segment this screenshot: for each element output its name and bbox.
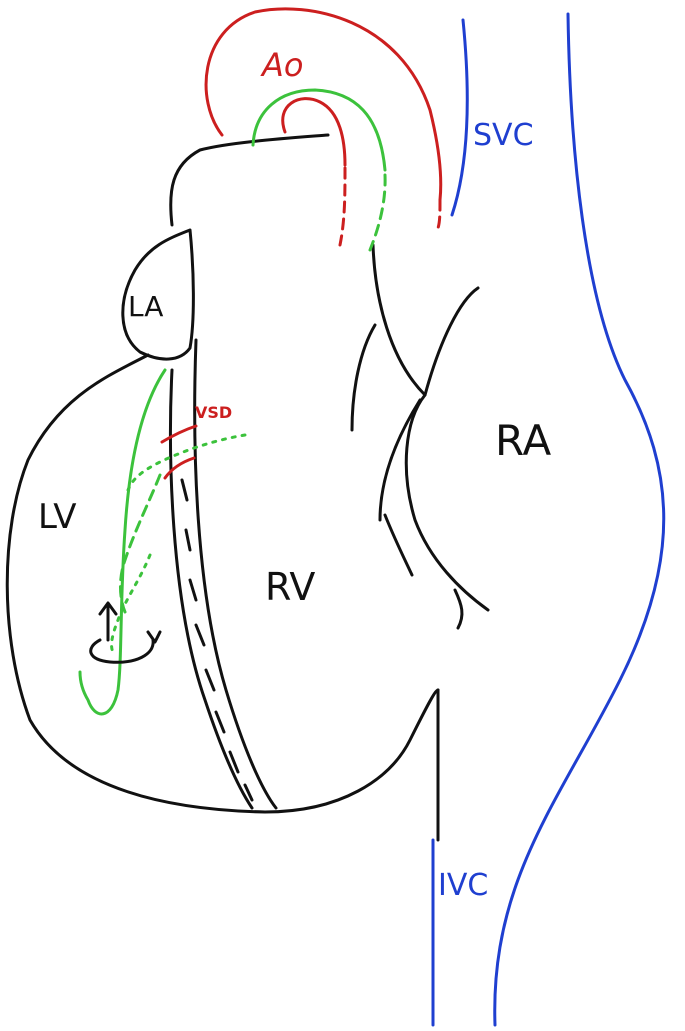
ra-inner-curve [423,286,480,397]
catheter-arch [251,88,387,172]
label-la: LA [128,290,163,323]
septum-hatch-6 [214,710,226,734]
septum-hatch-5 [204,668,216,692]
tricuspid-line-1 [378,398,422,522]
septum-hatch-7 [228,750,240,774]
vena-cava [431,12,666,1027]
rv-outflow-curve [350,323,377,432]
label-svc: SVC [473,118,534,153]
catheter-arch-dashed [368,173,387,252]
aorta-inner-arch-dashed [338,166,347,247]
tricuspid-line-2 [383,513,414,577]
ra-outline [371,243,490,612]
septum-right-line [193,338,278,810]
vsd-upper-mark [160,424,198,444]
label-lv: LV [38,497,76,537]
rv-right-wall [263,688,440,814]
rotation-arrow-icon [89,601,162,664]
label-ra: RA [495,416,551,465]
septum-hatch-4 [194,623,206,647]
label-ivc: IVC [438,868,488,903]
svc-left-wall [450,18,469,217]
label-rv: RV [265,565,315,609]
catheter-vsd-crossing [126,433,247,492]
aorta [204,7,443,247]
catheter-main-shaft [78,368,167,716]
label-ao: Ao [260,46,303,84]
septum-left-line [169,368,254,810]
tricuspid-line-3 [453,588,464,630]
catheter-loop-dashed [119,473,162,614]
vsd-lower-mark [163,456,196,480]
svc-ivc-right-wall [493,12,666,1027]
left-atrium [121,228,195,361]
lv-outer-wall [5,353,267,814]
vessel-base-line [169,133,330,227]
septum-hatch-2 [184,528,192,552]
aorta-inner-arch [281,97,347,167]
vsd-marks [160,424,198,480]
catheter-tip-dotted [110,553,152,657]
septum-hatch-3 [188,578,198,602]
heart-outline [5,133,490,842]
aorta-outer-arch-dashed [436,198,442,230]
catheter [78,88,387,716]
label-vsd: VSD [195,403,232,422]
septum-hatch-8 [243,783,254,802]
septum-hatch-1 [180,478,189,502]
aorta-outer-arch [204,7,443,202]
